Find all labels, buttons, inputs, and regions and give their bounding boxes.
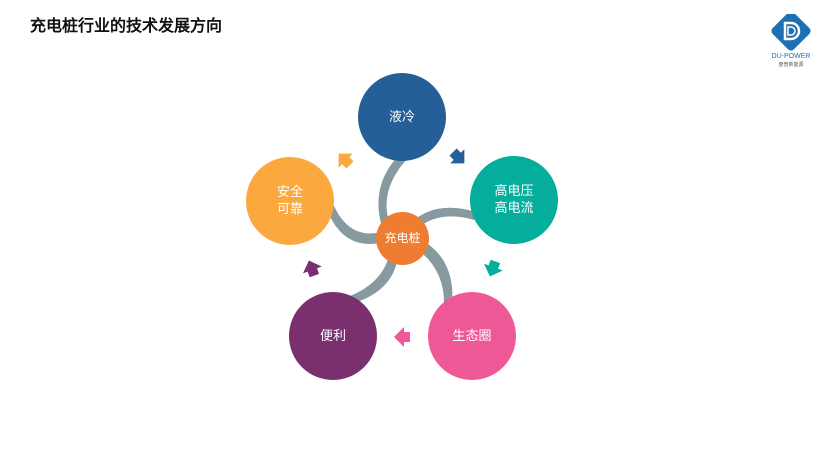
- node-label: 高电压: [494, 184, 534, 199]
- arrow-orange-icon: [338, 153, 354, 169]
- node-label: 便利: [319, 328, 346, 344]
- node-ecosystem: 生态圈: [428, 292, 516, 380]
- du-power-logo-icon: [771, 14, 811, 51]
- node-label-2: 可靠: [276, 202, 303, 217]
- arm-bottom-right: [418, 242, 453, 306]
- node-high-voltage: 高电压高电流: [470, 156, 558, 244]
- center-label: 充电桩: [384, 231, 421, 245]
- arrow-purple-icon: [302, 260, 322, 278]
- center-node: 充电桩: [376, 212, 429, 265]
- page-title: 充电桩行业的技术发展方向: [30, 16, 223, 35]
- node-label-2: 高电流: [494, 201, 534, 216]
- logo-brand: DU-POWER: [771, 53, 811, 60]
- node-safety: 安全可靠: [246, 157, 334, 245]
- node-label: 生态圈: [452, 328, 492, 344]
- node-liquid-cooling: 液冷: [358, 73, 446, 161]
- logo-subtitle: 度普新能源: [778, 62, 804, 68]
- arm-right: [412, 207, 476, 228]
- arm-left: [328, 206, 385, 244]
- node-label: 液冷: [388, 109, 415, 125]
- arm-top: [378, 152, 408, 230]
- arm-bottom-left: [350, 252, 398, 303]
- arrow-teal-icon: [483, 259, 503, 277]
- node-convenience: 便利: [289, 292, 377, 380]
- node-label: 安全: [276, 185, 303, 200]
- arrow-blue-icon: [449, 148, 465, 164]
- arrow-pink-icon: [394, 327, 410, 347]
